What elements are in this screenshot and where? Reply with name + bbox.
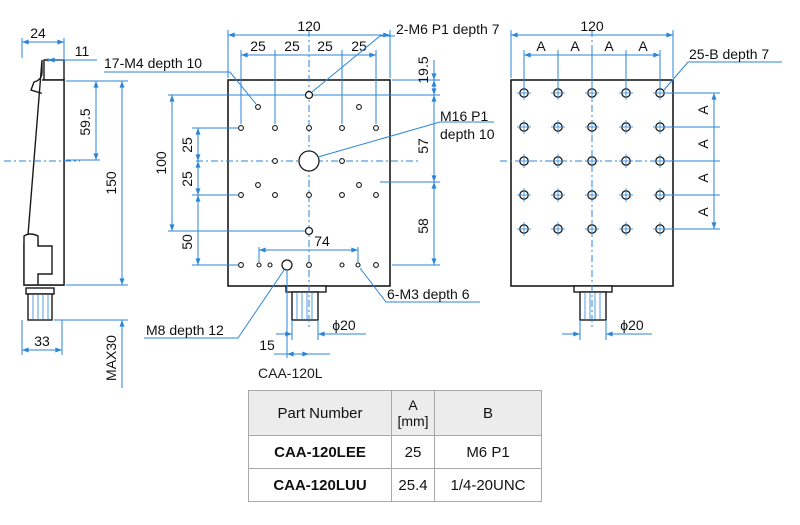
dim-33: 33 xyxy=(34,333,50,349)
front-pitch-4: 25 xyxy=(351,38,367,54)
front-dim-25b: 25 xyxy=(179,171,195,187)
row-2-b: 1/4-20UNC xyxy=(434,468,542,502)
callout-m4: 17-M4 depth 10 xyxy=(104,55,202,71)
front-knob xyxy=(291,291,319,321)
diagram-caption: CAA-120L xyxy=(258,365,323,381)
row-2-part: CAA-120LUU xyxy=(248,468,392,502)
back-hole-grid xyxy=(517,86,667,236)
table-row: CAA-120LEE 25 M6 P1 xyxy=(248,435,542,469)
row-1-b: M6 P1 xyxy=(434,435,542,469)
front-knob-flange xyxy=(285,285,327,293)
back-pitch-r-1: A xyxy=(695,105,711,115)
back-dim-120: 120 xyxy=(580,18,604,34)
callout-m16-line1: M16 P1 xyxy=(440,108,488,124)
callout-m16-line2: depth 10 xyxy=(440,126,495,142)
header-a-label: A xyxy=(408,397,418,413)
row-1-a: 25 xyxy=(391,435,435,469)
side-view: 24 11 59.5 150 33 MAX30 xyxy=(4,25,128,388)
front-view: 120 25 25 25 25 19.5 57 58 100 25 xyxy=(104,18,500,358)
row-2-a: 25.4 xyxy=(391,468,435,502)
back-view: 120 A A A A A A A A 25-B depth 7 ϕ20 xyxy=(500,18,782,340)
callout-m3: 6-M3 depth 6 xyxy=(387,286,470,302)
front-dim-25a: 25 xyxy=(179,137,195,153)
row-1-part: CAA-120LEE xyxy=(248,435,392,469)
header-a-unit: [mm] xyxy=(397,413,429,429)
side-view-column xyxy=(23,79,65,286)
dim-11: 11 xyxy=(75,43,90,59)
front-dim-19-5: 19.5 xyxy=(415,56,431,83)
front-dim-15: 15 xyxy=(259,337,275,353)
m8-hole xyxy=(281,259,293,271)
back-pitch-a-4: A xyxy=(638,38,648,54)
back-knob-flange xyxy=(573,285,613,293)
header-a: A[mm] xyxy=(391,390,435,436)
dim-max30: MAX30 xyxy=(103,335,119,381)
front-dim-50: 50 xyxy=(179,234,195,250)
front-dim-100: 100 xyxy=(153,151,169,175)
front-pitch-2: 25 xyxy=(284,38,300,54)
table-row: CAA-120LUU 25.4 1/4-20UNC xyxy=(248,468,542,502)
back-pitch-a-2: A xyxy=(570,38,580,54)
callout-m8: M8 depth 12 xyxy=(146,322,224,338)
side-view-knob-flange xyxy=(25,287,55,295)
back-pitch-a-3: A xyxy=(604,38,614,54)
back-dim-phi20: ϕ20 xyxy=(620,317,644,333)
callout-b: 25-B depth 7 xyxy=(689,46,769,62)
back-knob xyxy=(579,291,607,321)
front-dim-57: 57 xyxy=(415,138,431,154)
back-pitch-r-4: A xyxy=(695,207,711,217)
side-view-rail xyxy=(43,59,65,81)
dim-24: 24 xyxy=(30,25,46,41)
header-part-number: Part Number xyxy=(248,390,392,436)
front-dim-120: 120 xyxy=(297,18,321,34)
back-pitch-r-3: A xyxy=(695,173,711,183)
dim-59-5: 59.5 xyxy=(77,108,93,135)
front-pitch-3: 25 xyxy=(317,38,333,54)
table-header-row: Part Number A[mm] B xyxy=(248,390,542,436)
m16-hole xyxy=(298,150,320,172)
front-dim-phi20: ϕ20 xyxy=(332,317,356,333)
back-pitch-r-2: A xyxy=(695,139,711,149)
side-view-knob xyxy=(27,293,53,321)
dim-150: 150 xyxy=(103,171,119,195)
front-dim-74: 74 xyxy=(314,233,330,249)
front-pitch-1: 25 xyxy=(250,38,266,54)
spec-table: Part Number A[mm] B CAA-120LEE 25 M6 P1 … xyxy=(248,390,542,502)
callout-m6: 2-M6 P1 depth 7 xyxy=(396,21,500,37)
front-dim-58: 58 xyxy=(415,218,431,234)
back-pitch-a-1: A xyxy=(536,38,546,54)
header-b: B xyxy=(434,390,542,436)
